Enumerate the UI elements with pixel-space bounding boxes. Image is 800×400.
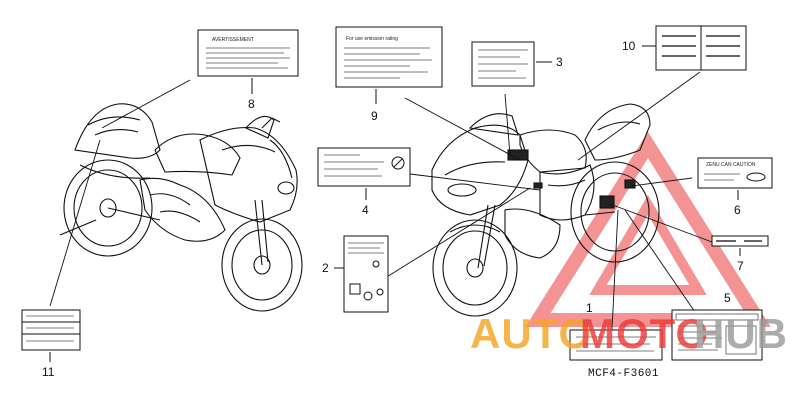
label-card-4 — [317, 147, 411, 200]
motorcycle-right-illustration — [431, 103, 660, 317]
label-card-7 — [711, 235, 769, 256]
label-avertissement-text: AVERTISSEMENT — [212, 37, 254, 43]
callout-6: 6 — [734, 203, 741, 217]
callout-5: 5 — [724, 291, 731, 305]
label-card-5 — [671, 309, 763, 361]
leader-lines — [49, 71, 713, 331]
callout-2: 2 — [322, 261, 329, 275]
label-emission-text: For use emission rating — [346, 36, 398, 42]
label-card-3 — [471, 41, 552, 87]
watermark-logo-text: AUTO MOTO HUB — [470, 310, 788, 357]
watermark-text-moto: MOTO — [580, 310, 709, 357]
label-card-8: AVERTISSEMENT — [197, 29, 299, 94]
watermark-text-auto: AUTO — [470, 310, 592, 357]
label-card-6: ZENU CAN CAUTION — [697, 157, 773, 200]
callout-3: 3 — [556, 55, 563, 69]
callout-1: 1 — [586, 301, 593, 315]
label-card-11 — [21, 309, 81, 362]
label-card-10 — [642, 25, 747, 71]
label-card-1 — [569, 329, 663, 361]
watermark-text-hub: HUB — [694, 310, 788, 357]
callout-9: 9 — [371, 109, 378, 123]
label-card-2 — [334, 235, 389, 313]
callout-10: 10 — [622, 39, 636, 53]
watermark-triangle-logo — [525, 131, 771, 327]
callout-8: 8 — [248, 97, 255, 111]
callout-11: 11 — [42, 365, 55, 379]
motorcycle-left-illustration — [59, 103, 303, 312]
label-caution-text: ZENU CAN CAUTION — [706, 162, 756, 168]
label-card-9: For use emission rating — [335, 26, 443, 104]
callout-7: 7 — [737, 259, 744, 273]
diagram-code: MCF4-F3601 — [588, 368, 660, 380]
callout-4: 4 — [362, 203, 369, 217]
